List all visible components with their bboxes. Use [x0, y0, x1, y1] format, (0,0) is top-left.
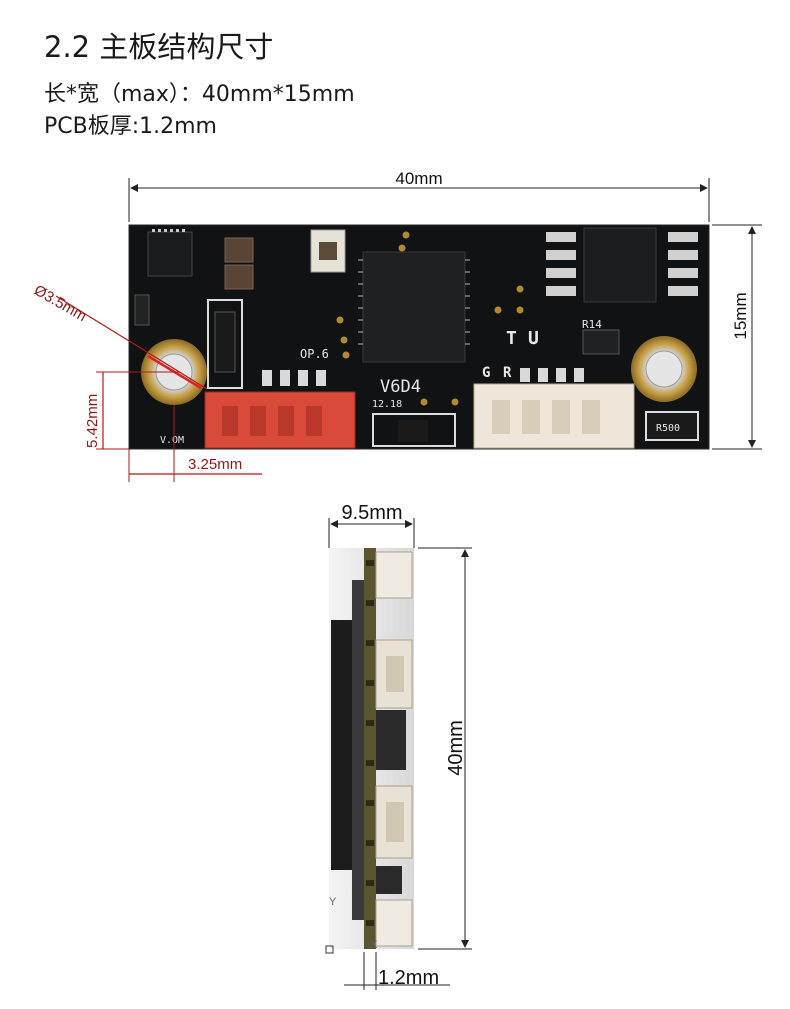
- width-dimension: 15mm: [712, 224, 762, 450]
- silk-r14: R14: [582, 318, 602, 331]
- thickness-spec: PCB板厚:1.2mm: [44, 114, 217, 139]
- corner-y: Y: [329, 896, 337, 908]
- corner-x: X: [370, 939, 378, 951]
- side-length-label: 40mm: [445, 720, 467, 776]
- section-heading: 2.2 主板结构尺寸: [44, 30, 274, 64]
- pcb-side-view: Y X: [325, 548, 414, 954]
- silk-pin-t: T: [506, 328, 517, 349]
- height-label: 9.5mm: [341, 502, 402, 524]
- pcb-thickness-dimension: 1.2mm: [344, 952, 450, 990]
- silk-pin-g: G: [482, 365, 490, 381]
- hole-x-offset-dimension: 3.25mm: [128, 405, 262, 482]
- hole-x-offset-label: 3.25mm: [188, 456, 242, 473]
- silk-vcom: V.OM: [160, 435, 184, 446]
- size-spec: 长*宽（max）：40mm*15mm: [44, 82, 355, 107]
- hole-y-offset-label: 5.42mm: [84, 394, 101, 448]
- silk-chip-mark: V6D4: [380, 377, 421, 397]
- silk-pin-u: U: [528, 328, 539, 349]
- silk-op: OP.6: [300, 347, 329, 361]
- length-dimension: 40mm: [128, 169, 710, 222]
- hole-diameter-label: Ø3.5mm: [31, 282, 89, 325]
- silk-date-mark: 12.18: [372, 399, 402, 410]
- width-label: 15mm: [731, 292, 750, 339]
- pcb-top-view: R14 OP.6 V6D4 12.18 T U G R V.OM: [128, 224, 710, 450]
- hole-y-offset-dimension: 5.42mm: [84, 371, 180, 450]
- silk-pin-r: R: [503, 365, 512, 381]
- length-label: 40mm: [395, 169, 442, 188]
- silk-r500: R500: [656, 423, 680, 434]
- pcb-thickness-label: 1.2mm: [378, 967, 439, 989]
- height-dimension: 9.5mm: [328, 502, 415, 548]
- side-length-dimension: 40mm: [418, 547, 472, 950]
